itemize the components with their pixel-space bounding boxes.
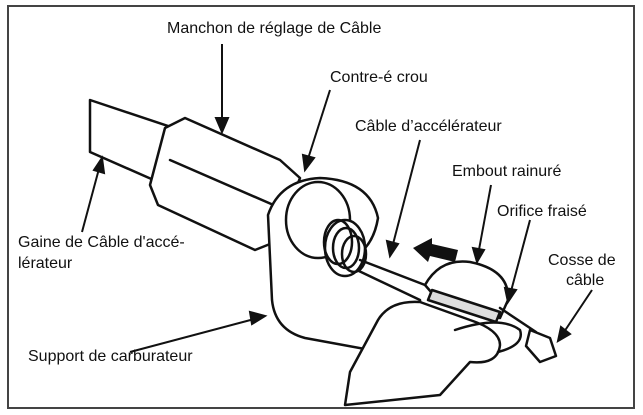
- label-cable-end-line2: câble: [566, 272, 605, 289]
- throttle-cable-pointer: [391, 139, 421, 249]
- grooved-tip-pointer: [477, 184, 492, 256]
- label-sheath-line1: Gaine de Câble d'accé-: [18, 234, 185, 251]
- direction-arrow-icon: [413, 238, 458, 262]
- label-sheath-line2: lérateur: [18, 255, 73, 272]
- label-locknut: Contre-é crou: [330, 69, 428, 86]
- label-throttle-cable: Câble d’accélérateur: [355, 118, 502, 135]
- label-cable-end-line1: Cosse de: [548, 252, 616, 269]
- cable-end-pointer: [561, 289, 593, 336]
- bracket-pointer: [129, 317, 259, 353]
- label-bracket: Support de carburateur: [28, 348, 193, 365]
- diagram-frame: [7, 5, 635, 409]
- countersunk-hole-pointer: [509, 219, 531, 296]
- label-countersunk-hole: Orifice fraisé: [497, 203, 587, 220]
- cable-end: [524, 328, 558, 364]
- sheath-pointer: [81, 164, 101, 233]
- locknut-pointer: [306, 89, 331, 163]
- sleeve-edge-line: [168, 158, 287, 212]
- cable-end-wire: [498, 306, 538, 334]
- label-sleeve: Manchon de réglage de Câble: [167, 20, 382, 37]
- label-grooved-tip: Embout rainuré: [452, 163, 562, 180]
